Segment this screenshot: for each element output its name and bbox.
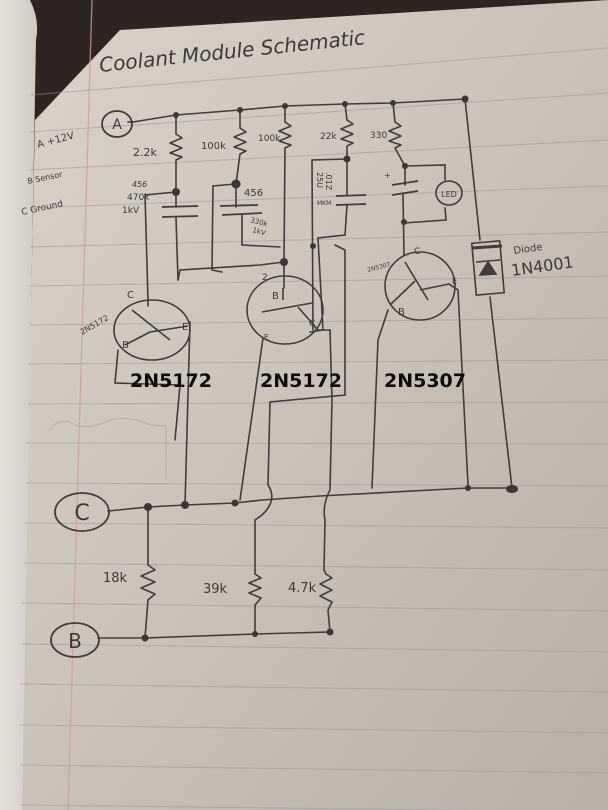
transistor-q2 — [246, 275, 324, 345]
label-r6: 18k — [103, 571, 128, 586]
transistor-q1 — [113, 299, 191, 361]
q3-pin-c: C — [414, 247, 420, 257]
diode-title: Diode — [513, 242, 543, 257]
junction-dots — [141, 95, 518, 642]
transistor-symbols — [113, 251, 456, 361]
resistor-r2 — [233, 127, 247, 155]
circuit-wires — [97, 98, 513, 639]
capacitor-labels: 456 470k 1kV 456 330k 1kV 25U .01Z MKM + — [122, 171, 391, 237]
q2-pin-b: B — [272, 291, 279, 302]
label-r2: 100k — [201, 141, 226, 152]
resistor-r6 — [140, 564, 156, 601]
label-c1-code: 456 — [132, 180, 147, 189]
label-c1-voltage: 1kV — [122, 206, 140, 216]
q1-part-label: 2N5172 — [130, 370, 212, 392]
resistor-r5 — [388, 121, 402, 149]
label-c3-value: .01Z — [324, 172, 333, 191]
q2-part-label: 2N5172 — [260, 370, 342, 392]
label-r8: 4.7k — [288, 581, 317, 596]
resistor-r4 — [340, 119, 354, 147]
label-c3-voltage: MKM — [317, 200, 331, 207]
label-r1: 2.2k — [133, 146, 157, 159]
terminal-c: C — [54, 492, 110, 532]
led-label: LED — [441, 190, 457, 199]
q3-pin-b: B — [398, 307, 405, 318]
resistor-symbols — [140, 119, 402, 611]
svg-text:B: B — [68, 629, 82, 653]
label-c2-voltage: 1kV — [251, 226, 266, 237]
svg-text:C: C — [74, 501, 89, 526]
capacitor-c1 — [161, 205, 199, 218]
q2-handwritten-label: 2 — [262, 273, 268, 283]
capacitor-c4 — [391, 180, 419, 196]
q3-pin-e: E — [452, 277, 457, 286]
erased-sketch-mark — [49, 417, 167, 480]
left-page-edge — [0, 0, 38, 810]
resistor-r3 — [278, 121, 292, 149]
capacitor-c3 — [335, 194, 367, 206]
label-c3-code: 25U — [315, 172, 324, 188]
margin-line — [67, 0, 93, 810]
label-r4: 22k — [320, 132, 337, 142]
label-r7: 39k — [203, 582, 228, 597]
resistor-r1 — [169, 133, 183, 161]
ruled-lines — [19, 47, 608, 810]
q1-pin-e: E — [182, 322, 188, 333]
resistor-labels: 2.2k 100k 100k 22k 330 18k 39k 4.7k — [103, 131, 387, 597]
svg-text:A: A — [112, 117, 122, 133]
label-c1-value: 470k — [127, 193, 150, 203]
label-c2-code: 456 — [244, 188, 263, 199]
label-r5: 330 — [370, 131, 387, 141]
resistor-r8 — [319, 573, 333, 611]
led-symbol: LED — [435, 180, 463, 206]
diode-symbol — [470, 240, 506, 296]
terminal-b: B — [50, 622, 100, 658]
label-c4-polarity: + — [384, 171, 391, 180]
transistor-q3 — [384, 251, 456, 321]
capacitor-symbols — [161, 180, 419, 218]
q1-pin-b: B — [122, 340, 129, 351]
q3-part-label: 2N5307 — [384, 370, 466, 392]
capacitor-c2 — [219, 204, 263, 216]
q1-pin-c: C — [127, 290, 134, 301]
label-r3: 100k — [258, 134, 281, 144]
resistor-r7 — [248, 573, 262, 606]
terminal-a: A — [101, 110, 133, 138]
q2-pin-c: C — [309, 319, 315, 329]
q2-pin-e: E — [264, 333, 269, 342]
